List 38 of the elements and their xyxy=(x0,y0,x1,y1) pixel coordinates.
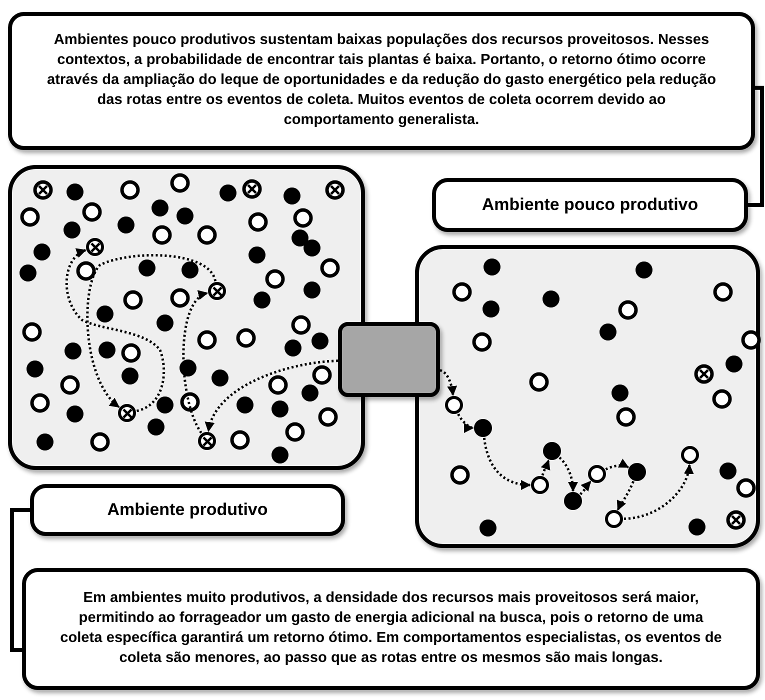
route-arrow xyxy=(580,480,592,496)
bracket-connector xyxy=(748,86,764,207)
route-arrow xyxy=(182,292,208,434)
environment-label: Ambiente pouco produtivo xyxy=(482,194,698,216)
ring-marker xyxy=(445,396,463,414)
route-arrow xyxy=(558,456,578,492)
dot-marker xyxy=(474,419,492,437)
route-arrow xyxy=(616,480,634,511)
environment-label: Ambiente produtivo xyxy=(107,500,268,520)
description-text: Em ambientes muito produtivos, a densidade dos recursos mais proveitosos será maior, permitindo ao forrageador um gasto de energia adicional na busca, pois o retorno de uma coleta específica garantirá um retorno ótimo. Em comportamentos especialistas, os eventos de coleta são menores, ao passo que as rotas entre os mesmos são mais longas. xyxy=(59,589,723,668)
dot-marker xyxy=(543,442,561,460)
bracket-connector xyxy=(10,508,30,652)
label-box xyxy=(432,178,748,232)
label-box xyxy=(30,484,345,536)
route-arrow xyxy=(440,369,457,396)
crossed-circle-marker xyxy=(86,238,104,256)
ring-marker xyxy=(588,465,606,483)
route-arrow xyxy=(206,360,338,432)
ring-marker xyxy=(681,446,699,464)
description-text: Ambientes pouco produtivos sustentam baixas populações dos recursos proveitosos. Nesses contextos, a probabilidade de encontrar tais plantas é baixa. Portanto, o retorno ótimo ocorre através da ampliação do leque de oportunidades e da redução do gasto energético pela redução das rotas entre os eventos de coleta. Muitos eventos de coleta ocorrem devido ao comportamento generalista. xyxy=(46,31,717,130)
route-arrow xyxy=(605,459,630,470)
route-arrow xyxy=(86,254,216,408)
text-box xyxy=(8,12,755,150)
forager-box xyxy=(338,322,440,397)
text-box xyxy=(22,568,760,690)
route-arrow xyxy=(540,459,550,476)
environment-panel xyxy=(415,245,760,548)
ring-marker xyxy=(605,510,623,528)
route-arrow xyxy=(624,464,694,520)
crossed-circle-marker xyxy=(198,432,216,450)
dot-marker xyxy=(564,492,582,510)
route-arrow xyxy=(457,413,474,432)
dot-marker xyxy=(628,463,646,481)
crossed-circle-marker xyxy=(208,282,226,300)
route-arrow xyxy=(65,249,166,412)
crossed-circle-marker xyxy=(118,404,136,422)
ring-marker xyxy=(531,476,549,494)
route-arrow xyxy=(482,438,531,490)
